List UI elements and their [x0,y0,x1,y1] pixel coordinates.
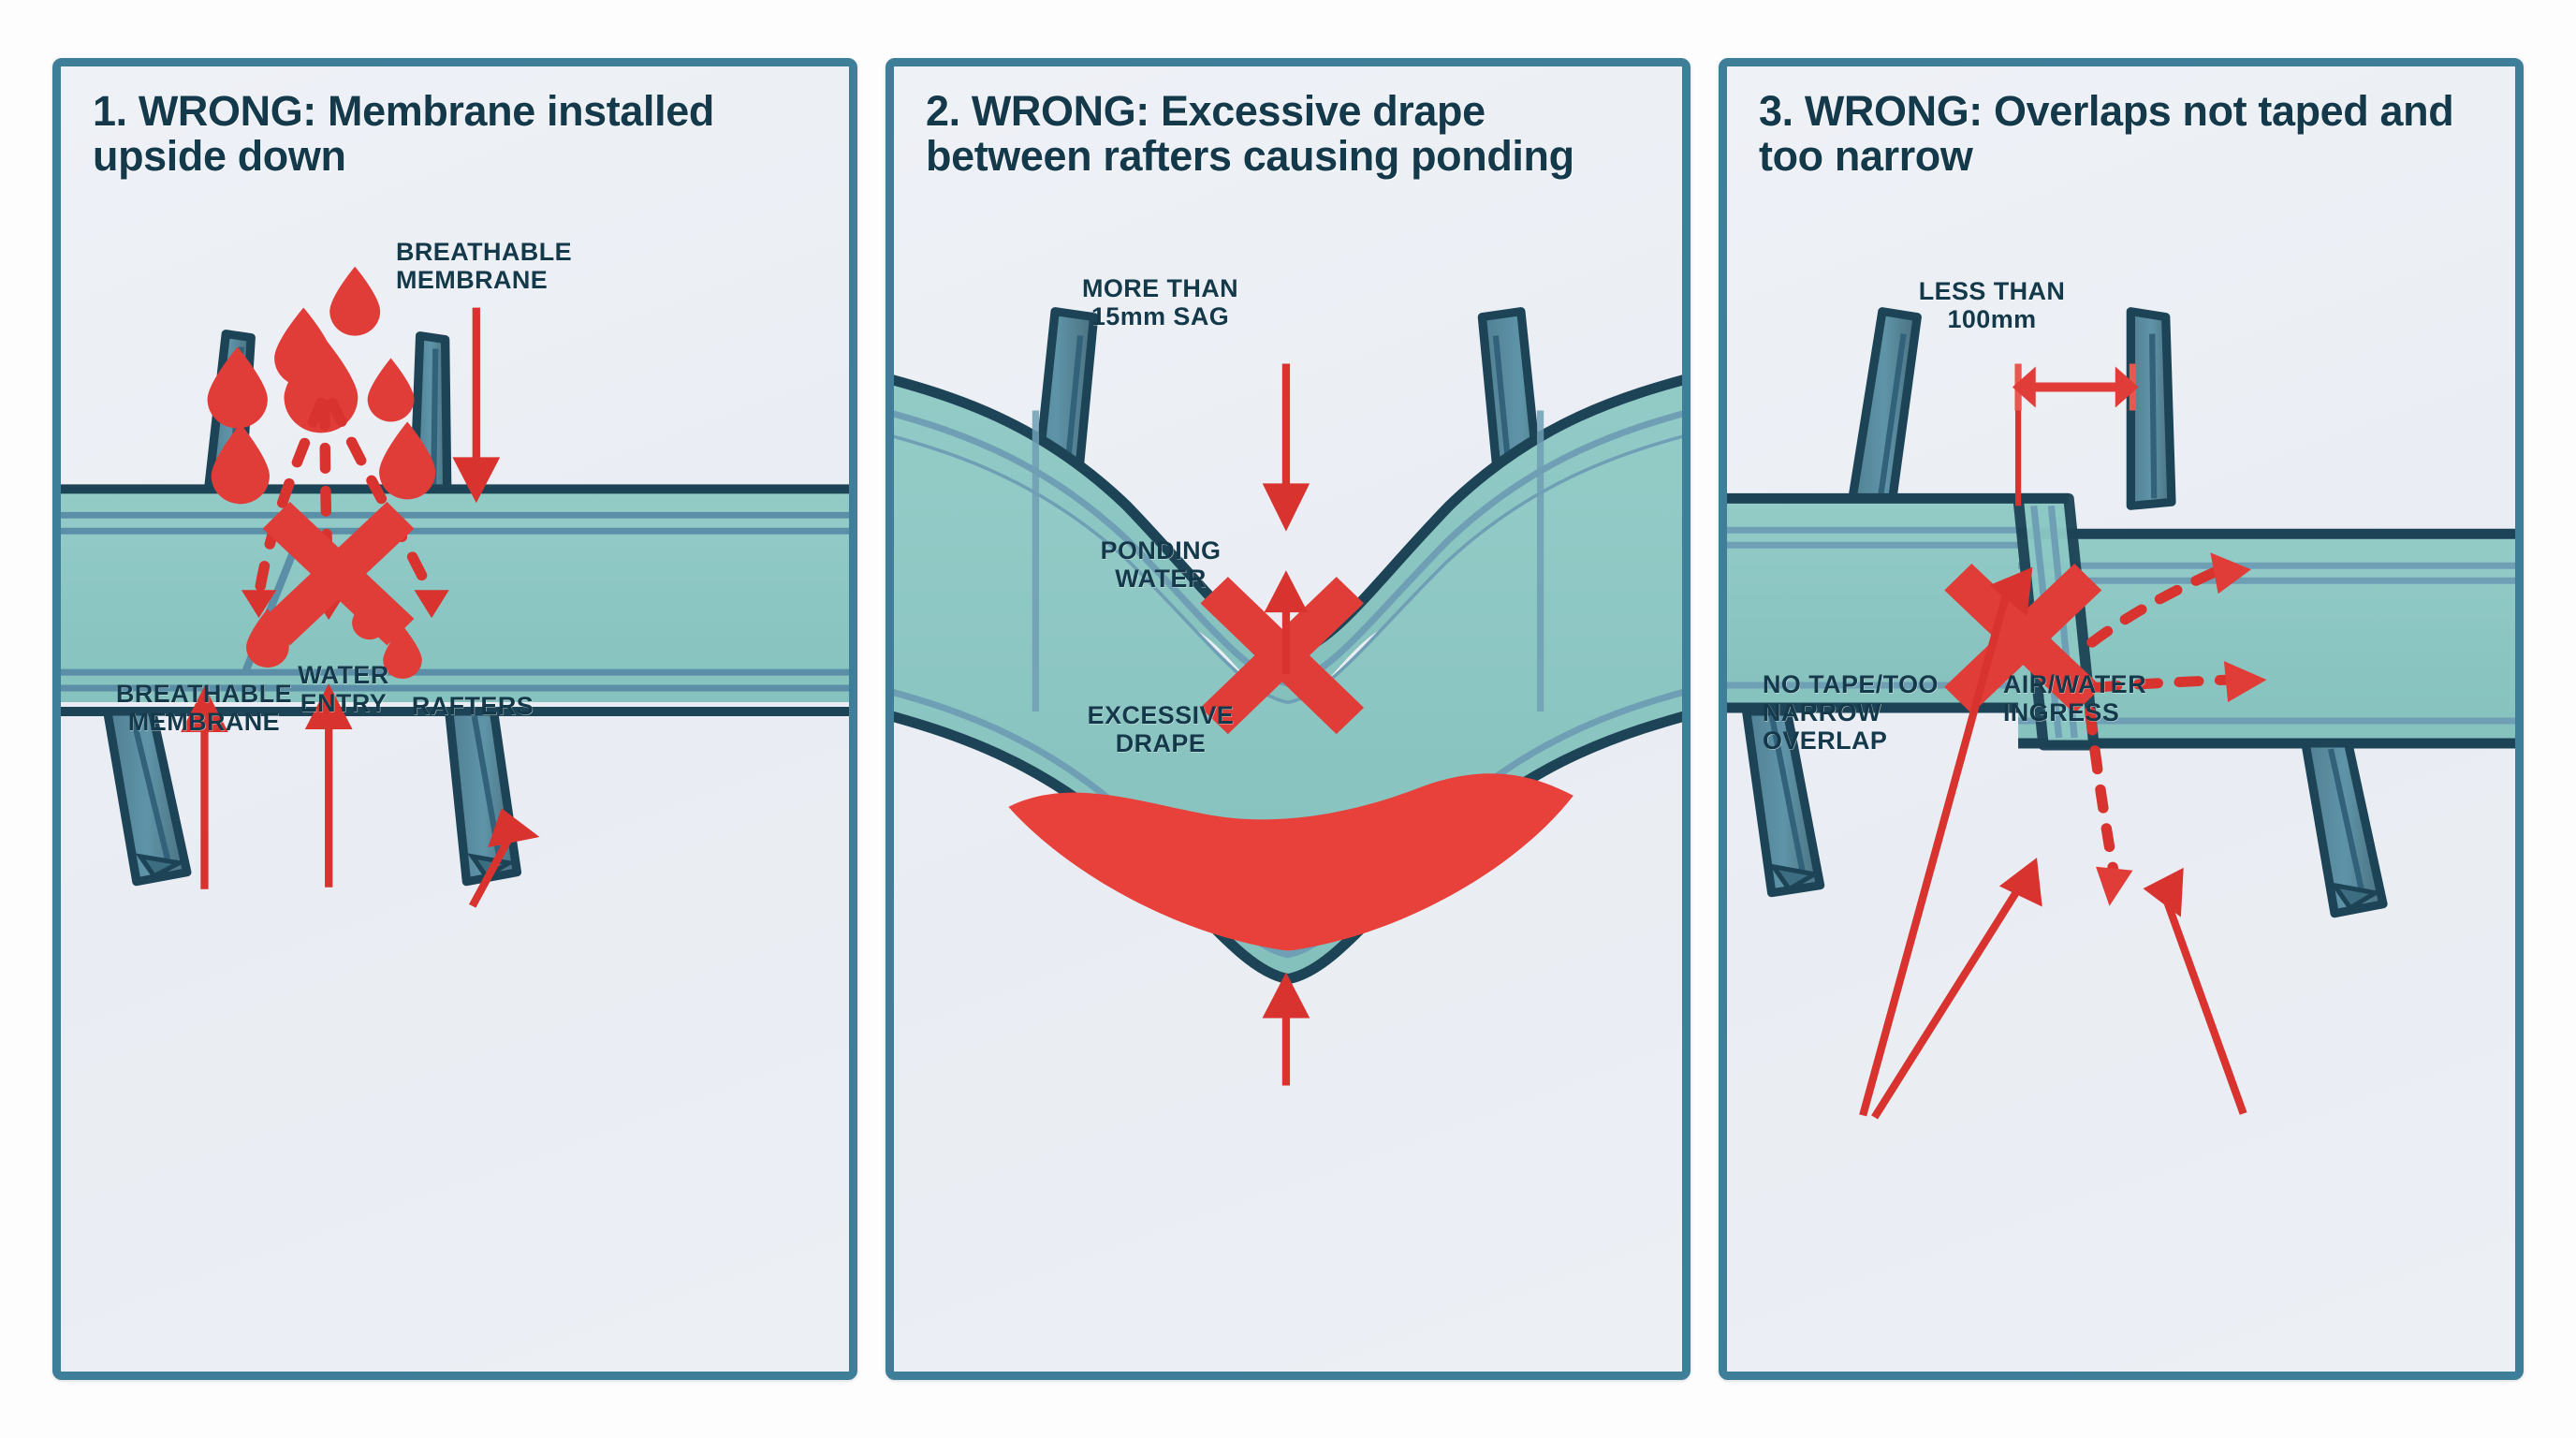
pointer-rafters [468,808,540,908]
water-drop [211,423,270,505]
panel-3-title: 3. WRONG: Overlaps not taped and too nar… [1759,87,2454,181]
rafter-top-left [1847,307,1922,510]
panel-wrong-upside-down: 1. WRONG: Membrane installed upside down [52,58,857,1380]
panel-2-title: 2. WRONG: Excessive drape between rafter… [926,87,1574,181]
panel-2-illustration [894,307,1682,1086]
red-cross-mark [262,502,415,646]
label-breathable-membrane-top: BREATHABLE MEMBRANE [396,238,572,295]
pointer-water-entry [304,683,353,888]
arrow-right-head [2115,366,2139,408]
label-water-entry: WATER ENTRY [298,661,389,718]
pointer-ponding-up [1264,570,1309,675]
breathable-membrane-band [61,484,849,717]
pointer-breathable-top [452,307,501,504]
rafter-top-right [2126,307,2176,510]
water-drop [367,358,415,422]
arrow-left-head [2012,366,2036,408]
ponding-water-pool [1008,773,1573,951]
panel-1-title: 1. WRONG: Membrane installed upside down [93,87,714,181]
membrane-sheet-right [2018,528,2515,749]
label-rafters: RAFTERS [411,692,534,720]
water-drop [379,421,436,500]
label-excessive-drape: EXCESSIVE DRAPE [1087,701,1235,758]
pointer-no-tape-group [1859,566,2042,1120]
dashed-ingress-arrows [2085,565,2235,876]
panel-wrong-excessive-drape: 2. WRONG: Excessive drape between rafter… [886,58,1690,1380]
rafter-bottom-left [103,707,192,887]
rafter-bottom-right [2301,739,2388,918]
pointer-sag [1262,363,1310,532]
rafter-bottom-left [1742,707,1825,898]
draped-membrane [894,374,1682,985]
panel-3-illustration [1727,307,2515,1120]
label-less-than-100mm: LESS THAN 100mm [1918,277,2066,334]
pointer-excessive-drape [1262,972,1310,1086]
pointer-breathable-bottom [181,686,228,889]
label-no-tape-narrow-overlap: NO TAPE/TOO NARROW OVERLAP [1763,670,1939,756]
panel-wrong-overlaps: 3. WRONG: Overlaps not taped and too nar… [1719,58,2524,1380]
water-drops-group [207,266,436,505]
label-breathable-membrane-bottom: BREATHABLE MEMBRANE [116,680,292,737]
water-drop [207,346,268,429]
pointer-air-water-ingress [2143,867,2247,1115]
rafter-bottom-right [445,707,522,887]
label-more-than-sag: MORE THAN 15mm SAG [1081,274,1239,331]
panel-1-illustration [61,266,849,908]
label-ponding-water: PONDING WATER [1100,536,1222,594]
label-air-water-ingress: AIR/WATER INGRESS [2003,670,2147,727]
dimension-less-than-100mm [2012,363,2139,411]
dashed-ingress-arrowheads [2096,552,2267,906]
water-drop [329,266,381,336]
